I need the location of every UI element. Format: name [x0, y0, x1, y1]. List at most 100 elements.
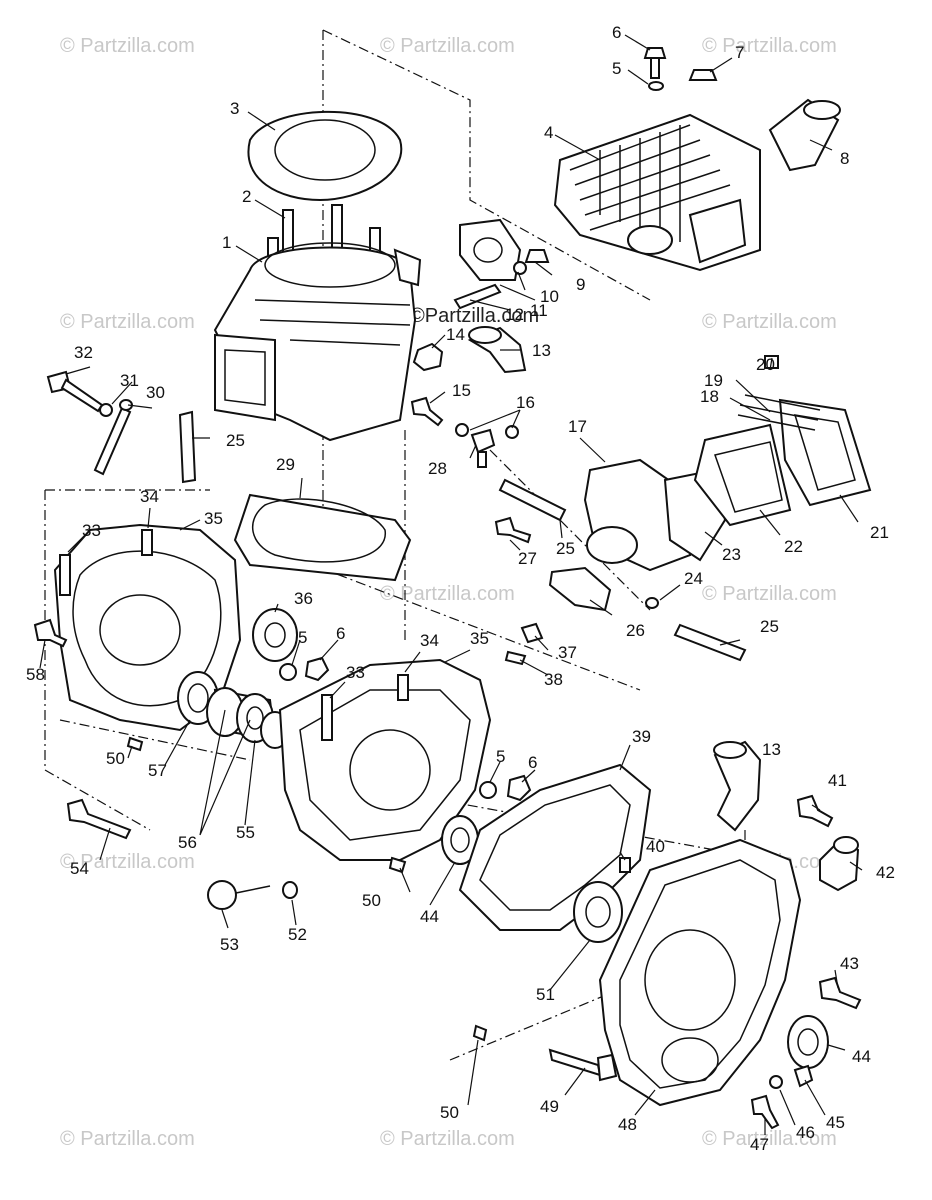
- part-label-20: 20: [756, 355, 775, 374]
- part-label-38: 38: [544, 670, 563, 689]
- bolt: [410, 396, 444, 427]
- part-label-6: 6: [528, 753, 537, 772]
- part-label-4: 4: [544, 123, 553, 142]
- part-label-50: 50: [440, 1103, 459, 1122]
- part-label-25: 25: [760, 617, 779, 636]
- part-label-31: 31: [120, 371, 139, 390]
- leader-lines: [39, 34, 863, 1135]
- part-label-35: 35: [204, 509, 223, 528]
- part-label-57: 57: [148, 761, 167, 780]
- part-label-21: 21: [870, 523, 889, 542]
- part-label-24: 24: [684, 569, 703, 588]
- part-label-22: 22: [784, 537, 803, 556]
- clip: [520, 622, 544, 644]
- part-label-17: 17: [568, 417, 587, 436]
- watermark-inline: ©Partzilla.com: [410, 305, 539, 327]
- part-label-40: 40: [646, 837, 665, 856]
- part-label-29: 29: [276, 455, 295, 474]
- part-label-1: 1: [222, 233, 231, 252]
- reed-gasket: [778, 398, 872, 507]
- watermark: © Partzilla.com: [60, 851, 195, 873]
- clamp-strap: [178, 410, 197, 484]
- watermark: © Partzilla.com: [380, 35, 515, 57]
- intake-manifold: [583, 458, 727, 572]
- part-label-58: 58: [26, 665, 45, 684]
- bolt: [304, 656, 330, 682]
- part-label-49: 49: [540, 1097, 559, 1116]
- part-label-37: 37: [558, 643, 577, 662]
- part-label-34: 34: [420, 631, 439, 650]
- clip: [504, 650, 527, 666]
- part-label-32: 32: [74, 343, 93, 362]
- part-label-42: 42: [876, 863, 895, 882]
- part-label-44: 44: [420, 907, 439, 926]
- part-label-15: 15: [452, 381, 471, 400]
- watermark: © Partzilla.com: [702, 35, 837, 57]
- crankcase-cover: [598, 838, 802, 1107]
- part-label-28: 28: [428, 459, 447, 478]
- part-label-23: 23: [722, 545, 741, 564]
- bolt: [66, 798, 132, 840]
- intake-boot: [548, 566, 612, 612]
- part-label-41: 41: [828, 771, 847, 790]
- part-label-25: 25: [226, 431, 245, 450]
- part-label-9: 9: [576, 275, 585, 294]
- part-label-46: 46: [796, 1123, 815, 1142]
- watermark: © Partzilla.com: [702, 1128, 837, 1150]
- part-label-45: 45: [826, 1113, 845, 1132]
- watermark: © Partzilla.com: [380, 1128, 515, 1150]
- bolt: [796, 794, 834, 828]
- washer: [479, 781, 497, 799]
- base-gasket: [233, 493, 412, 582]
- bolt: [548, 1048, 602, 1077]
- watermark: © Partzilla.com: [60, 311, 195, 333]
- clamp-strap: [498, 478, 567, 522]
- banjo-fitting: [455, 423, 519, 468]
- part-label-55: 55: [236, 823, 255, 842]
- bolt: [506, 774, 532, 802]
- washer: [769, 1075, 783, 1089]
- washer: [282, 881, 298, 899]
- dowel-pin: [472, 1024, 488, 1042]
- watermark: © Partzilla.com: [60, 35, 195, 57]
- clamp-strap: [673, 623, 747, 662]
- part-label-53: 53: [220, 935, 239, 954]
- part-label-13: 13: [762, 740, 781, 759]
- dowel-pin: [126, 736, 144, 752]
- part-labels: 3 2 1 4 6 5 7 8 9 10 11 12 13 14 15 16 1…: [26, 23, 895, 1154]
- part-label-36: 36: [294, 589, 313, 608]
- part-label-34: 34: [140, 487, 159, 506]
- part-label-13: 13: [532, 341, 551, 360]
- part-label-7: 7: [735, 43, 744, 62]
- watermark: © Partzilla.com: [60, 1128, 195, 1150]
- filler-plug: [207, 880, 271, 910]
- drain-bolt: [793, 1064, 814, 1088]
- reed-valve: [693, 423, 792, 527]
- dowel-pin: [388, 856, 407, 874]
- part-label-33: 33: [82, 521, 101, 540]
- crank-seals-bearings: [177, 671, 290, 749]
- part-label-6: 6: [336, 624, 345, 643]
- part-label-44: 44: [852, 1047, 871, 1066]
- part-label-14: 14: [446, 325, 465, 344]
- part-label-26: 26: [626, 621, 645, 640]
- bolt: [750, 1094, 780, 1130]
- part-label-56: 56: [178, 833, 197, 852]
- part-label-51: 51: [536, 985, 555, 1004]
- bolt-head: [596, 1053, 618, 1082]
- part-label-12: 12: [505, 305, 524, 324]
- part-label-39: 39: [632, 727, 651, 746]
- main-bearing: [252, 608, 298, 662]
- thermostat-cover: [453, 218, 550, 310]
- head-gasket: [247, 110, 403, 202]
- bolt: [494, 516, 532, 544]
- part-label-2: 2: [242, 187, 251, 206]
- part-label-19: 19: [704, 371, 723, 390]
- part-label-11: 11: [530, 301, 548, 320]
- watermark: © Partzilla.com: [702, 311, 837, 333]
- part-label-48: 48: [618, 1115, 637, 1134]
- reed-petals: [737, 355, 821, 431]
- part-label-6: 6: [612, 23, 621, 42]
- part-label-18: 18: [700, 387, 719, 406]
